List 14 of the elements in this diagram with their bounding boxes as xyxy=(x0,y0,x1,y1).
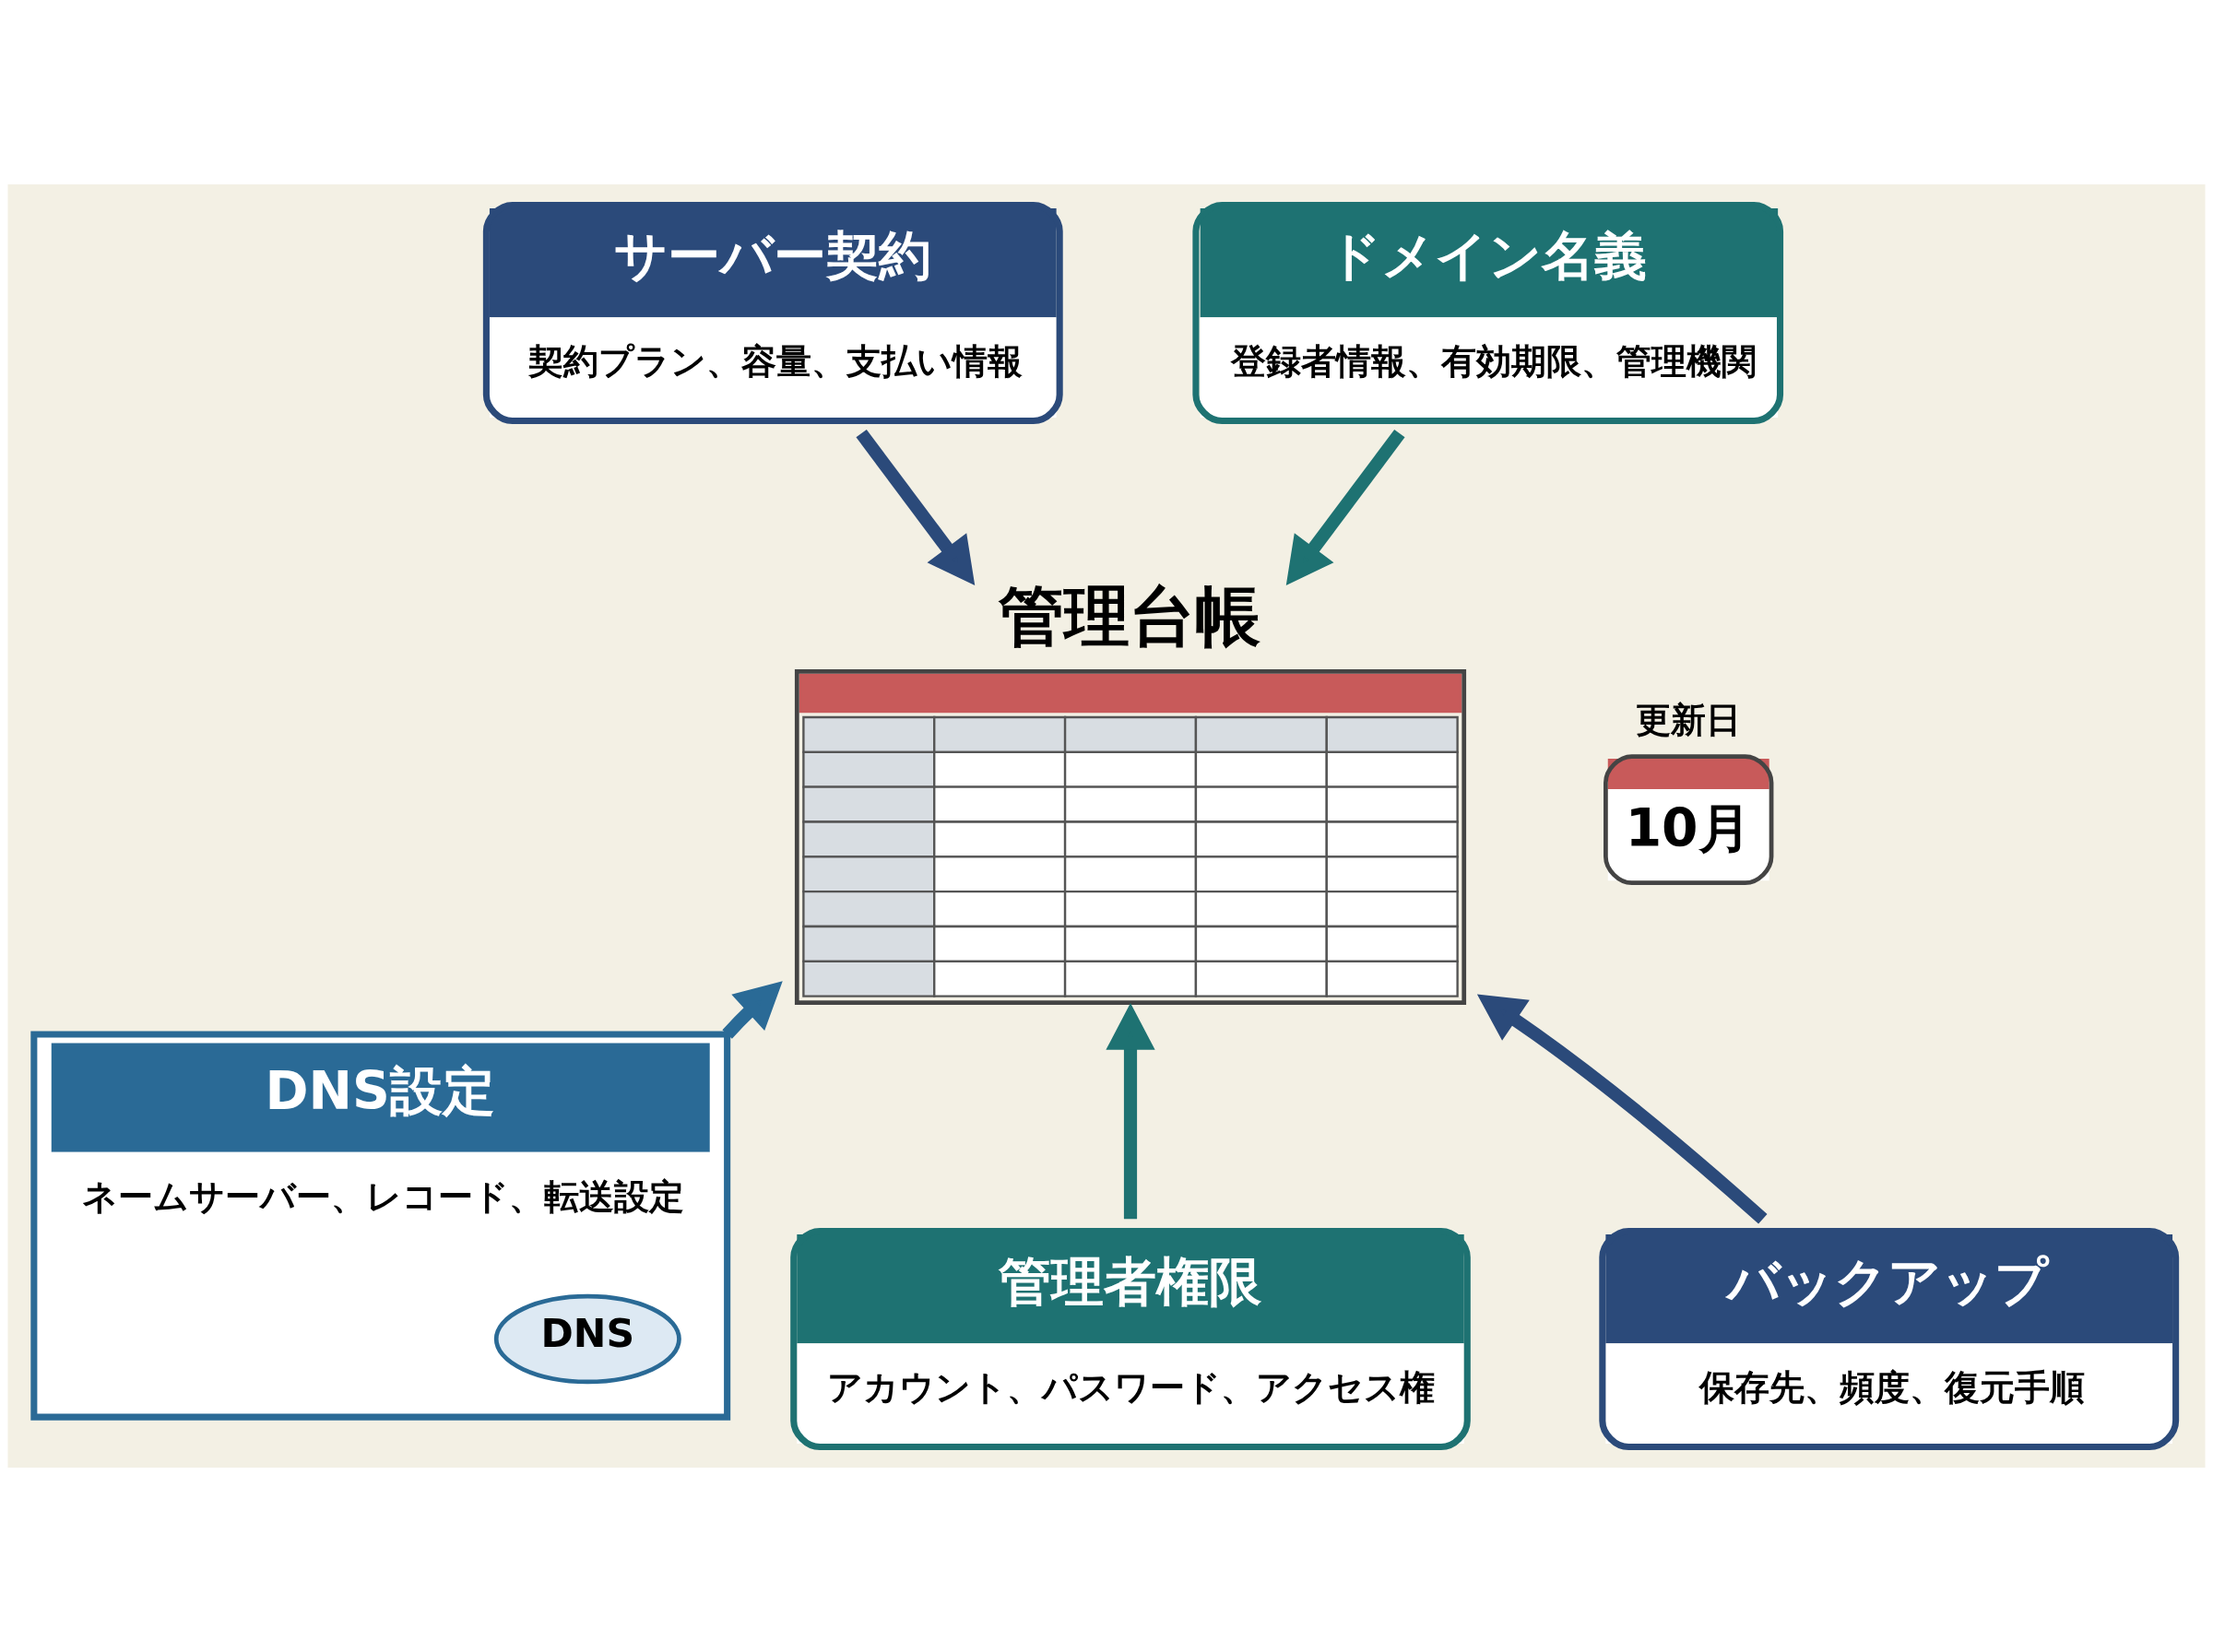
arrow xyxy=(722,981,783,1039)
node-box: バックアップ 保存先、頻度、復元手順 xyxy=(1599,1227,2180,1451)
node-box: ドメイン名義 登録者情報、有効期限、管理機関 xyxy=(1192,201,1784,425)
node-box: 管理者権限 アカウント、パスワード、アクセス権 xyxy=(790,1227,1471,1451)
node-box: 10月 xyxy=(1604,754,1774,886)
node-label: 管理台帳 xyxy=(998,577,1260,655)
arrow xyxy=(1476,994,1768,1224)
node-label: 更新日 xyxy=(1636,700,1742,741)
node-ellipse: DNS xyxy=(493,1293,681,1385)
arrow xyxy=(1285,429,1405,585)
arrow xyxy=(1106,1003,1155,1220)
arrow xyxy=(856,429,976,585)
node-box: サーバー契約 契約プラン、容量、支払い情報 xyxy=(482,201,1063,425)
node-box xyxy=(794,669,1467,1006)
